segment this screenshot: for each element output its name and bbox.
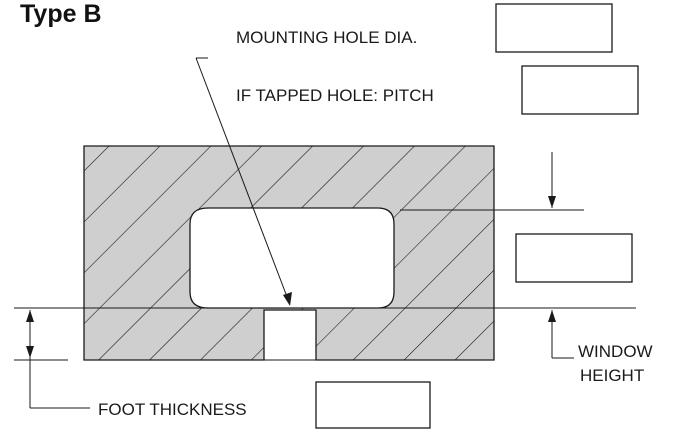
window-height-arrow-down bbox=[548, 196, 556, 208]
mounting-hole-dia-label: MOUNTING HOLE DIA. bbox=[236, 28, 417, 47]
window-height-label-line-1: WINDOW bbox=[578, 342, 653, 361]
mounting-hole-dia-input[interactable] bbox=[495, 3, 613, 53]
foot-thickness-label: FOOT THICKNESS bbox=[98, 400, 247, 419]
window-height-label-line-2: HEIGHT bbox=[580, 366, 644, 385]
foot-thickness-arrow-down bbox=[26, 346, 34, 358]
mounting-hole-leader-arrow bbox=[283, 292, 292, 306]
foot-thickness-input[interactable] bbox=[315, 381, 431, 429]
window-height-arrow-up bbox=[548, 310, 556, 322]
hatched-part-body bbox=[83, 145, 495, 361]
tapped-hole-pitch-label: IF TAPPED HOLE: PITCH bbox=[236, 86, 434, 105]
diagram-title: Type B bbox=[20, 0, 102, 28]
tapped-hole-pitch-input[interactable] bbox=[521, 65, 639, 115]
foot-thickness-arrow-up bbox=[26, 310, 34, 322]
mounting-hole-leader-line bbox=[195, 57, 290, 303]
window-height-input[interactable] bbox=[515, 233, 633, 283]
